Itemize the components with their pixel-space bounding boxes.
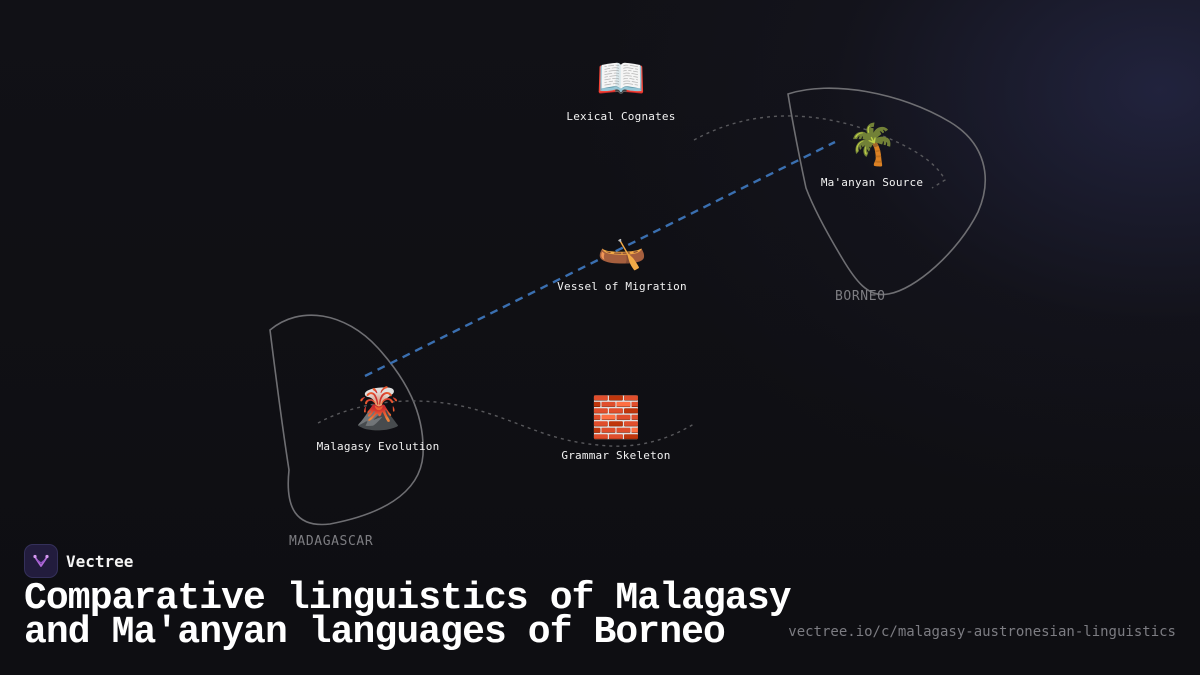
node-label: Lexical Cognates <box>566 110 676 123</box>
node-vessel-of-migration[interactable]: 🛶 Vessel of Migration <box>532 226 712 293</box>
region-label-madagascar: MADAGASCAR <box>289 534 374 549</box>
node-grammar-skeleton[interactable]: 🧱 Grammar Skeleton <box>526 395 706 462</box>
title-line-2: and Ma'anyan languages of Borneo <box>24 611 726 654</box>
brand[interactable]: Vectree <box>24 544 133 578</box>
borneo-coastline <box>787 87 986 296</box>
vectree-logo-icon <box>24 544 58 578</box>
brand-name: Vectree <box>66 551 134 571</box>
page-title: Comparative linguistics of Malagasy and … <box>24 577 824 654</box>
source-url[interactable]: vectree.io/c/malagasy-austronesian-lingu… <box>788 624 1176 640</box>
node-label: Malagasy Evolution <box>316 440 440 453</box>
node-label: Vessel of Migration <box>557 280 687 293</box>
node-manyan-source[interactable]: 🌴 Ma'anyan Source <box>782 122 962 189</box>
grammar-route <box>317 400 695 447</box>
node-lexical-cognates[interactable]: 📖 Lexical Cognates <box>531 56 711 123</box>
volcano-icon: 🌋 <box>353 386 403 432</box>
open-book-icon: 📖 <box>596 56 646 102</box>
node-label: Grammar Skeleton <box>561 449 671 462</box>
migration-route <box>364 140 836 378</box>
region-label-borneo: BORNEO <box>835 289 886 304</box>
palm-tree-icon: 🌴 <box>847 122 897 168</box>
madagascar-coastline <box>269 314 424 526</box>
node-label: Ma'anyan Source <box>820 176 924 189</box>
node-malagasy-evolution[interactable]: 🌋 Malagasy Evolution <box>288 386 468 453</box>
brick-icon: 🧱 <box>591 395 641 441</box>
canoe-icon: 🛶 <box>597 226 647 272</box>
cognate-route <box>693 115 946 189</box>
title-line-1: Comparative linguistics of Malagasy <box>24 577 792 620</box>
